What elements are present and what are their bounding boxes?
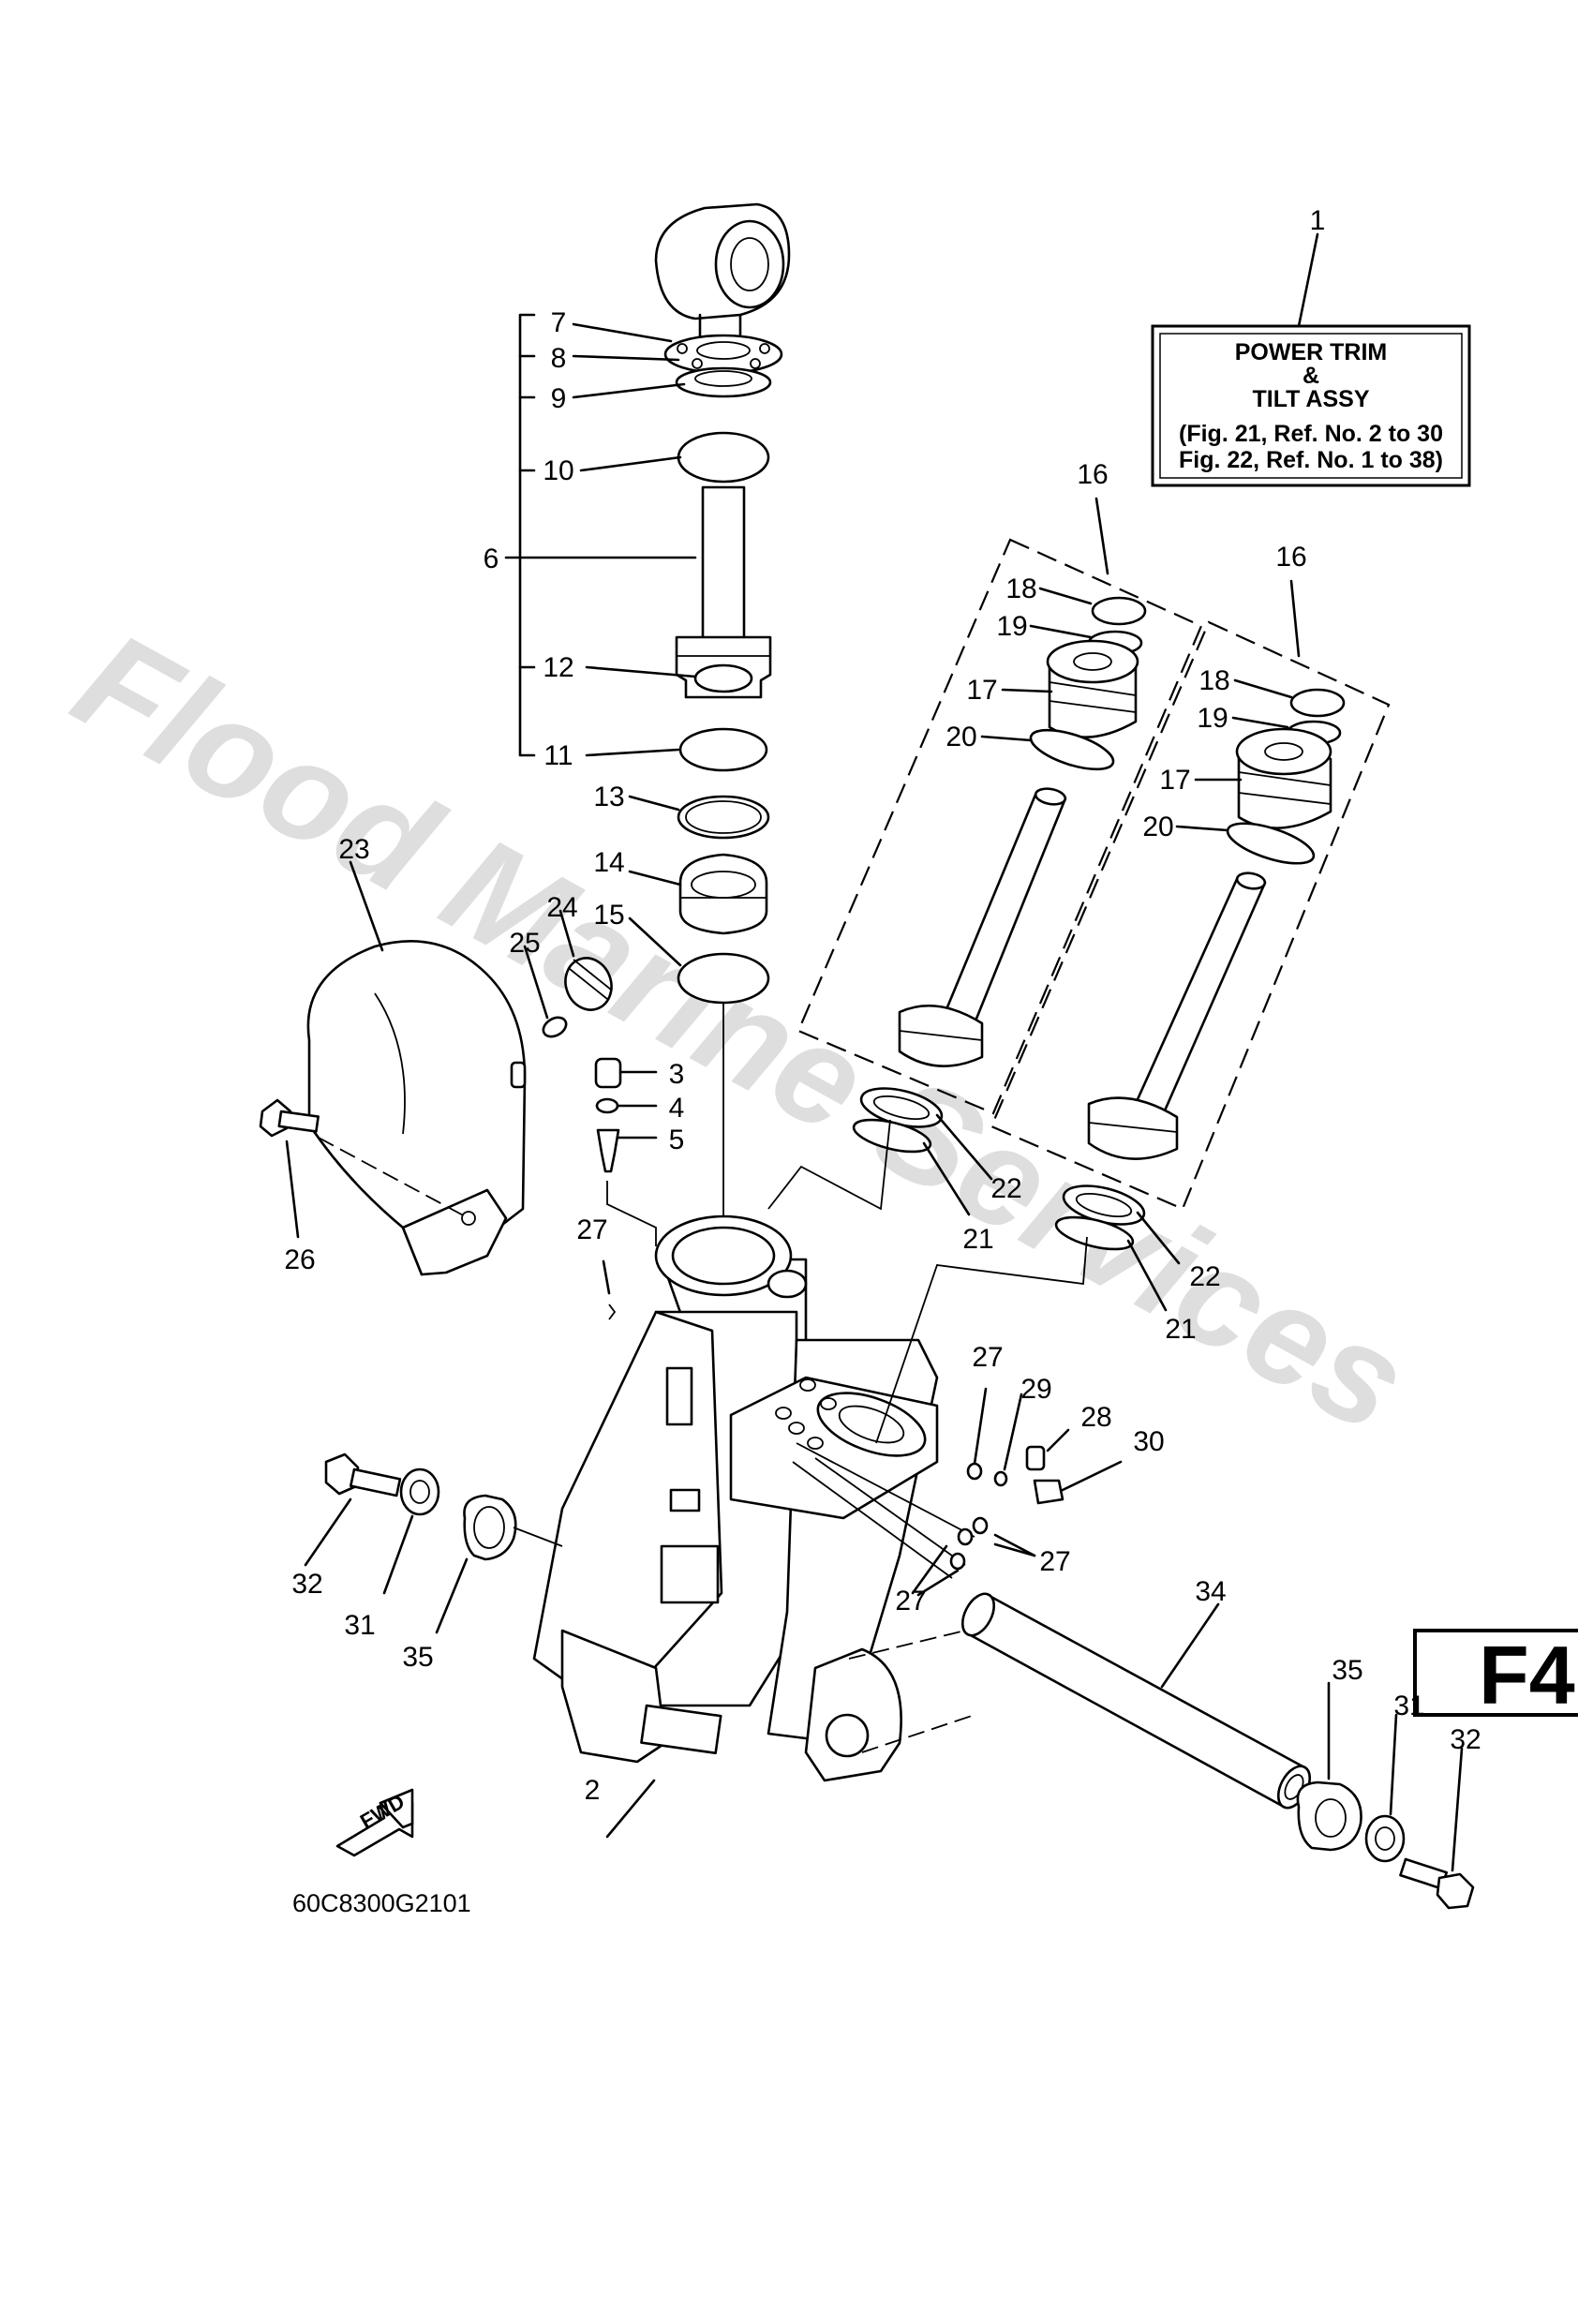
info-box: POWER TRIM & TILT ASSY (Fig. 21, Ref. No… xyxy=(1151,232,1471,487)
callout-22-right: 22 xyxy=(1189,1261,1220,1292)
callout-2: 2 xyxy=(585,1775,601,1806)
callout-10: 10 xyxy=(543,455,573,486)
callout-13: 13 xyxy=(593,782,624,812)
callout-34: 34 xyxy=(1195,1576,1226,1607)
trim-cylinder-group-left xyxy=(796,497,1203,1154)
callout-16-right: 16 xyxy=(1275,542,1306,573)
info-box-line-4: (Fig. 21, Ref. No. 2 to 30 xyxy=(1179,421,1443,447)
callout-30: 30 xyxy=(1133,1426,1164,1457)
callout-27-b: 27 xyxy=(972,1342,1003,1373)
callout-32-right: 32 xyxy=(1450,1724,1481,1755)
callout-28: 28 xyxy=(1080,1402,1111,1433)
callout-29: 29 xyxy=(1020,1374,1051,1405)
callout-18-right: 18 xyxy=(1198,665,1229,696)
callout-24: 24 xyxy=(546,892,577,923)
info-box-line-3: TILT ASSY xyxy=(1253,386,1370,412)
callout-1: 1 xyxy=(1310,205,1326,236)
callout-21-right: 21 xyxy=(1165,1314,1196,1345)
trim-leaders xyxy=(922,587,1293,1312)
callout-9: 9 xyxy=(551,383,567,414)
info-box-line-2: & xyxy=(1303,363,1319,389)
callout-17-right: 17 xyxy=(1159,765,1190,796)
info-box-line-1: POWER TRIM xyxy=(1235,339,1388,365)
trim-cylinder-group-right xyxy=(990,579,1391,1251)
bracket-body-2 xyxy=(532,1214,975,1839)
callout-8: 8 xyxy=(551,343,567,374)
callout-35-left: 35 xyxy=(402,1642,433,1673)
left-fasteners xyxy=(304,1452,563,1634)
fwd-arrow: FWD xyxy=(335,1788,414,1857)
page-code: F4 xyxy=(1479,1629,1575,1721)
callout-22-left: 22 xyxy=(990,1173,1021,1204)
callout-20-left: 20 xyxy=(945,722,976,752)
callout-21-left: 21 xyxy=(962,1224,993,1255)
callout-31-left: 31 xyxy=(344,1610,375,1641)
info-box-line-5: Fig. 22, Ref. No. 1 to 38) xyxy=(1179,447,1443,473)
callout-35-right: 35 xyxy=(1332,1655,1362,1686)
callout-25: 25 xyxy=(509,928,540,959)
callout-27-c: 27 xyxy=(1039,1546,1070,1577)
callout-labels: 1 2 3 4 5 6 7 8 9 10 11 12 13 14 15 16 1… xyxy=(284,205,1481,1806)
callout-32-left: 32 xyxy=(291,1569,322,1600)
bracket-6 xyxy=(504,313,697,967)
callout-4: 4 xyxy=(669,1093,685,1124)
callout-18-left: 18 xyxy=(1005,574,1036,604)
callout-23: 23 xyxy=(338,834,369,865)
callout-17-left: 17 xyxy=(966,675,997,706)
callout-27-a: 27 xyxy=(576,1214,607,1245)
callout-6: 6 xyxy=(484,544,499,574)
callout-15: 15 xyxy=(593,900,624,931)
callout-27-d: 27 xyxy=(895,1586,926,1616)
cover-23 xyxy=(306,860,527,1276)
callout-12: 12 xyxy=(543,652,573,683)
diagram-code: 60C8300G2101 xyxy=(292,1889,471,1917)
callout-11: 11 xyxy=(543,740,573,771)
tilt-cylinder-assembly xyxy=(654,202,791,1242)
tilt-tube-34 xyxy=(848,1592,1312,1810)
callout-7: 7 xyxy=(551,307,567,338)
small-parts-24-25-3-4-5 xyxy=(523,909,658,1246)
callout-19-left: 19 xyxy=(996,611,1027,642)
callout-14: 14 xyxy=(593,847,624,878)
page-code-box: F4 xyxy=(1413,1629,1578,1721)
callout-26: 26 xyxy=(284,1244,315,1275)
bolt-26 xyxy=(259,1098,469,1239)
callout-20-right: 20 xyxy=(1142,812,1173,842)
callout-16-left: 16 xyxy=(1077,459,1108,490)
callout-3: 3 xyxy=(669,1059,685,1090)
callout-31-right: 31 xyxy=(1393,1691,1424,1721)
callout-19-right: 19 xyxy=(1197,703,1228,734)
leader-lines xyxy=(602,1119,1123,1597)
right-fasteners xyxy=(1296,1681,1475,1910)
callout-5: 5 xyxy=(669,1125,685,1155)
